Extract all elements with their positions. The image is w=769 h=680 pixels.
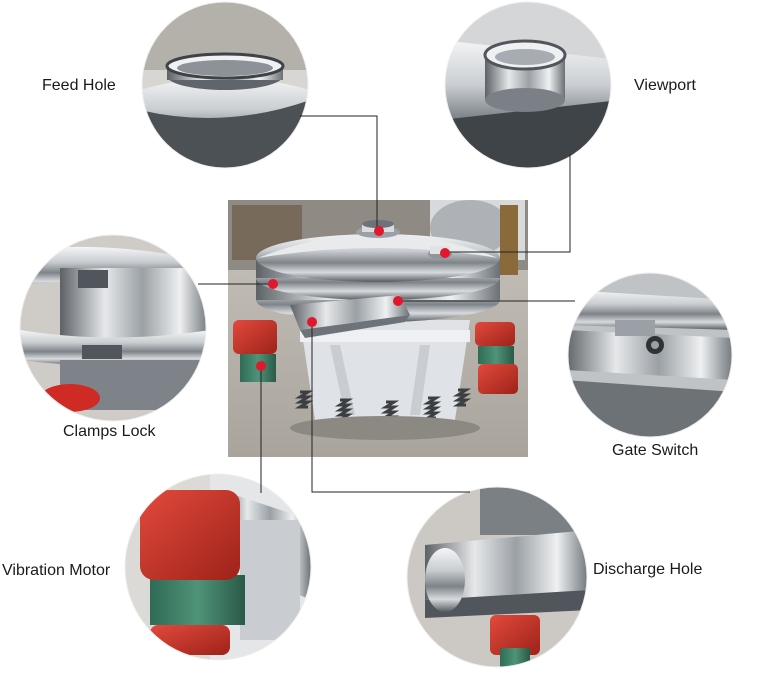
detail-clamps-lock xyxy=(20,235,206,421)
detail-viewport xyxy=(445,2,611,168)
marker-viewport xyxy=(440,248,450,258)
label-vibration-motor: Vibration Motor xyxy=(2,562,111,579)
label-clamps-lock: Clamps Lock xyxy=(63,423,156,440)
label-gate-switch: Gate Switch xyxy=(612,442,699,459)
marker-clamps-lock xyxy=(268,279,278,289)
detail-feed-hole xyxy=(142,2,308,168)
part-markers xyxy=(256,226,450,371)
marker-gate-switch xyxy=(393,296,403,306)
marker-feed-hole xyxy=(374,226,384,236)
detail-gate-switch xyxy=(568,273,732,437)
label-viewport: Viewport xyxy=(634,77,696,94)
marker-vibration-motor xyxy=(256,361,266,371)
label-feed-hole: Feed Hole xyxy=(42,77,116,94)
detail-vibration-motor xyxy=(125,474,311,660)
detail-discharge-hole xyxy=(407,487,587,667)
leader-lines xyxy=(198,115,575,493)
machine-photo xyxy=(228,200,528,457)
label-discharge-hole: Discharge Hole xyxy=(593,561,703,578)
marker-discharge-hole xyxy=(307,317,317,327)
